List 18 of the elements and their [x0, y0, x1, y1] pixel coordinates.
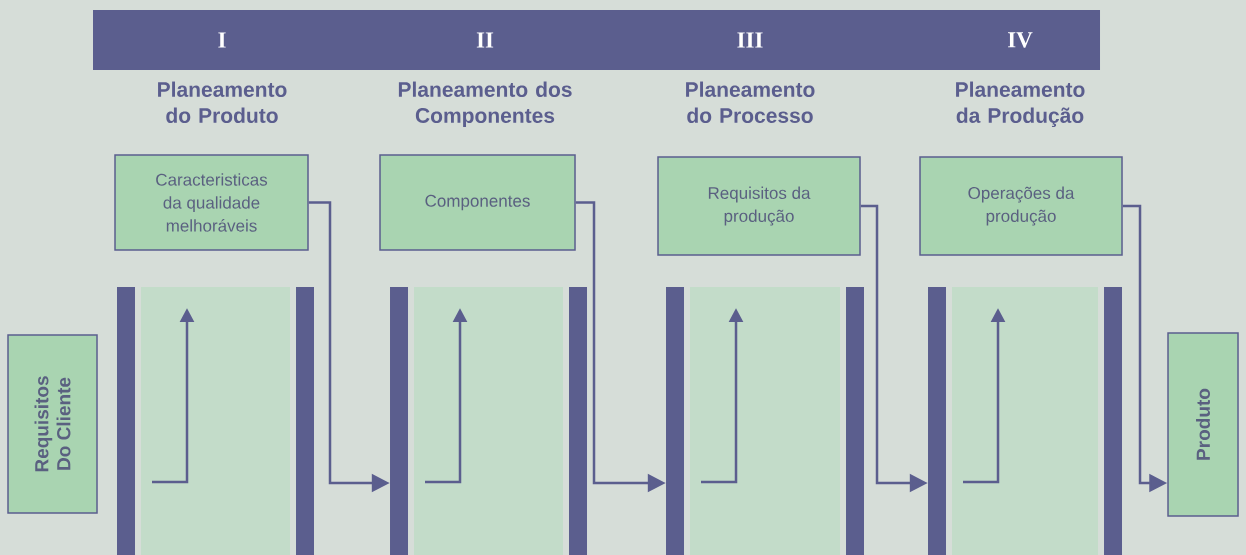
phase-number: III	[737, 32, 763, 48]
phase-heading: Planeamento do Produto	[158, 81, 287, 123]
phase-number: I	[218, 32, 226, 48]
output-box: Produto	[1167, 332, 1239, 517]
matrix-panel	[928, 287, 1122, 555]
phase-heading: Planeamento dos Componentes	[398, 81, 572, 128]
process-box: Operações da produção	[919, 156, 1123, 256]
process-box: Caracteristicas da qualidade melhoráveis	[114, 154, 309, 251]
process-box: Requisitos da produção	[657, 156, 861, 256]
phase-heading: Planeamento do Processo	[686, 81, 815, 123]
phase-number: II	[476, 32, 494, 48]
matrix-panel	[390, 287, 587, 555]
phase-number: IV	[1008, 32, 1033, 48]
matrix-panel	[117, 287, 314, 555]
matrix-panel	[666, 287, 864, 555]
output-box: Requisitos Do Cliente	[7, 334, 98, 514]
phase-heading: Planeamento da Produção	[956, 81, 1085, 128]
process-box: Componentes	[379, 154, 576, 251]
